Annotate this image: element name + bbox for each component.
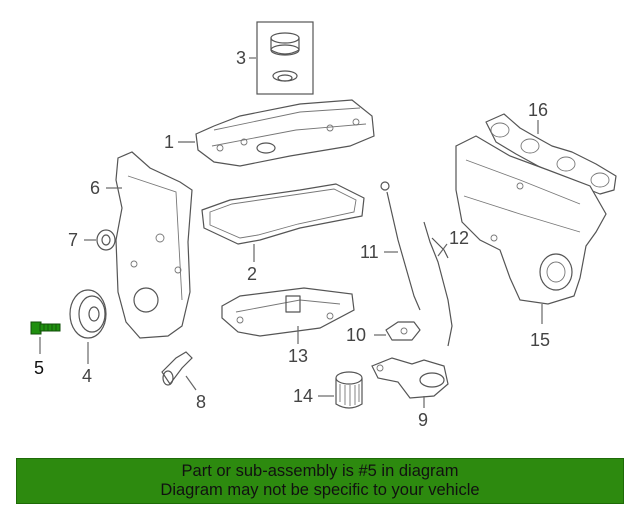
engine-parts-diagram: 3 1 6 7 2 4 — [30, 21, 617, 430]
part-5-crankshaft-pulley-bolt[interactable] — [30, 321, 61, 335]
part-1-cylinder-head-cover[interactable] — [195, 99, 375, 167]
callout-7[interactable]: 7 — [68, 230, 78, 250]
callout-2[interactable]: 2 — [247, 264, 257, 284]
banner-line-2: Diagram may not be specific to your vehi… — [160, 481, 480, 499]
part-4-crankshaft-pulley[interactable] — [69, 289, 107, 339]
callout-16[interactable]: 16 — [528, 100, 548, 120]
part-9-oil-strainer[interactable] — [371, 357, 449, 399]
part-15-intake-manifold[interactable] — [455, 135, 607, 305]
leader-8 — [185, 375, 197, 391]
part-6-timing-cover[interactable] — [115, 151, 193, 339]
part-3-oil-filler-cap[interactable] — [256, 21, 314, 95]
callout-3[interactable]: 3 — [236, 48, 246, 68]
callout-1[interactable]: 1 — [164, 132, 174, 152]
callout-13[interactable]: 13 — [288, 346, 308, 366]
part-14-oil-filter[interactable] — [335, 371, 363, 409]
part-8-sensor[interactable] — [161, 351, 193, 386]
part-16-manifold-gasket[interactable] — [485, 113, 617, 195]
callout-4[interactable]: 4 — [82, 366, 92, 386]
part-2-head-cover-gasket[interactable] — [201, 183, 365, 245]
callout-11[interactable]: 11 — [360, 242, 379, 262]
part-10-gasket[interactable] — [385, 321, 421, 341]
part-7-oil-seal[interactable] — [96, 229, 116, 251]
callout-6[interactable]: 6 — [90, 178, 100, 198]
part-11-oil-dipstick[interactable] — [380, 181, 421, 311]
part-12-dipstick-guide[interactable] — [423, 221, 453, 347]
callout-9[interactable]: 9 — [418, 410, 428, 430]
callout-14[interactable]: 14 — [293, 386, 313, 406]
callout-10[interactable]: 10 — [346, 325, 366, 345]
callout-12[interactable]: 12 — [449, 228, 469, 248]
leader-12 — [437, 243, 448, 257]
banner-line-1: Part or sub-assembly is #5 in diagram — [181, 462, 459, 480]
info-banner: Part or sub-assembly is #5 in diagram Di… — [16, 458, 624, 504]
callout-8[interactable]: 8 — [196, 392, 206, 412]
part-13-oil-pan[interactable] — [221, 287, 355, 337]
callout-5[interactable]: 5 — [34, 358, 44, 378]
callout-15[interactable]: 15 — [530, 330, 550, 350]
